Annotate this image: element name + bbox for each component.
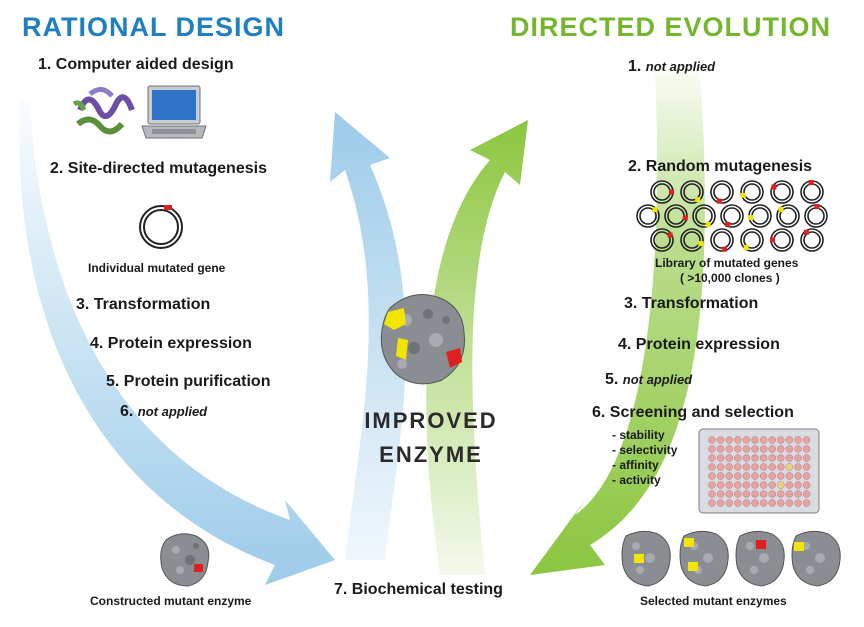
enzyme-label: ENZYME — [379, 442, 483, 467]
directed-step-5: 5. not applied — [605, 371, 693, 388]
rational-flow-arrow — [19, 100, 335, 585]
library-clones-caption: ( >10,000 clones ) — [680, 271, 780, 285]
directed-step-2: 2. Random mutagenesis — [628, 158, 813, 175]
directed-flow-arrow — [530, 70, 705, 575]
step-7-biochemical-testing: 7. Biochemical testing — [334, 581, 503, 598]
plasmid-library-icon — [636, 180, 828, 252]
plasmid-icon — [139, 205, 183, 249]
center-green-arrow — [426, 120, 528, 575]
rational-design-header: RATIONAL DESIGN — [22, 12, 286, 42]
improved-label: IMPROVED — [364, 408, 498, 433]
directed-step-3: 3. Transformation — [624, 295, 759, 312]
rational-step-5: 5. Protein purification — [106, 373, 271, 390]
trait-selectivity: - selectivity — [612, 443, 678, 457]
rational-step-2: 2. Site-directed mutagenesis — [50, 160, 267, 177]
improved-enzyme-icon — [380, 294, 466, 385]
directed-evolution-header: DIRECTED EVOLUTION — [510, 12, 832, 42]
trait-affinity: - affinity — [612, 458, 659, 472]
protein-structure-icon — [72, 87, 135, 135]
rational-step-1: 1. Computer aided design — [38, 56, 234, 73]
rational-step-3: 3. Transformation — [76, 296, 211, 313]
trait-stability: - stability — [612, 428, 665, 442]
constructed-enzyme-caption: Constructed mutant enzyme — [90, 594, 252, 608]
constructed-enzyme-icon — [160, 533, 210, 587]
microplate-icon — [698, 428, 820, 514]
library-caption: Library of mutated genes — [655, 256, 799, 270]
selected-enzymes-icon — [621, 530, 841, 587]
screening-traits: - stability - selectivity - affinity - a… — [612, 428, 677, 488]
directed-step-6: 6. Screening and selection — [592, 404, 794, 421]
selected-enzymes-caption: Selected mutant enzymes — [640, 594, 787, 608]
laptop-icon — [141, 85, 207, 139]
directed-step-4: 4. Protein expression — [618, 336, 780, 353]
trait-activity: - activity — [612, 473, 661, 487]
individual-gene-caption: Individual mutated gene — [88, 261, 226, 275]
directed-step-1: 1. not applied — [628, 58, 716, 75]
rational-step-6: 6. not applied — [120, 403, 208, 420]
center-blue-arrow — [330, 112, 406, 560]
rational-step-4: 4. Protein expression — [90, 335, 252, 352]
